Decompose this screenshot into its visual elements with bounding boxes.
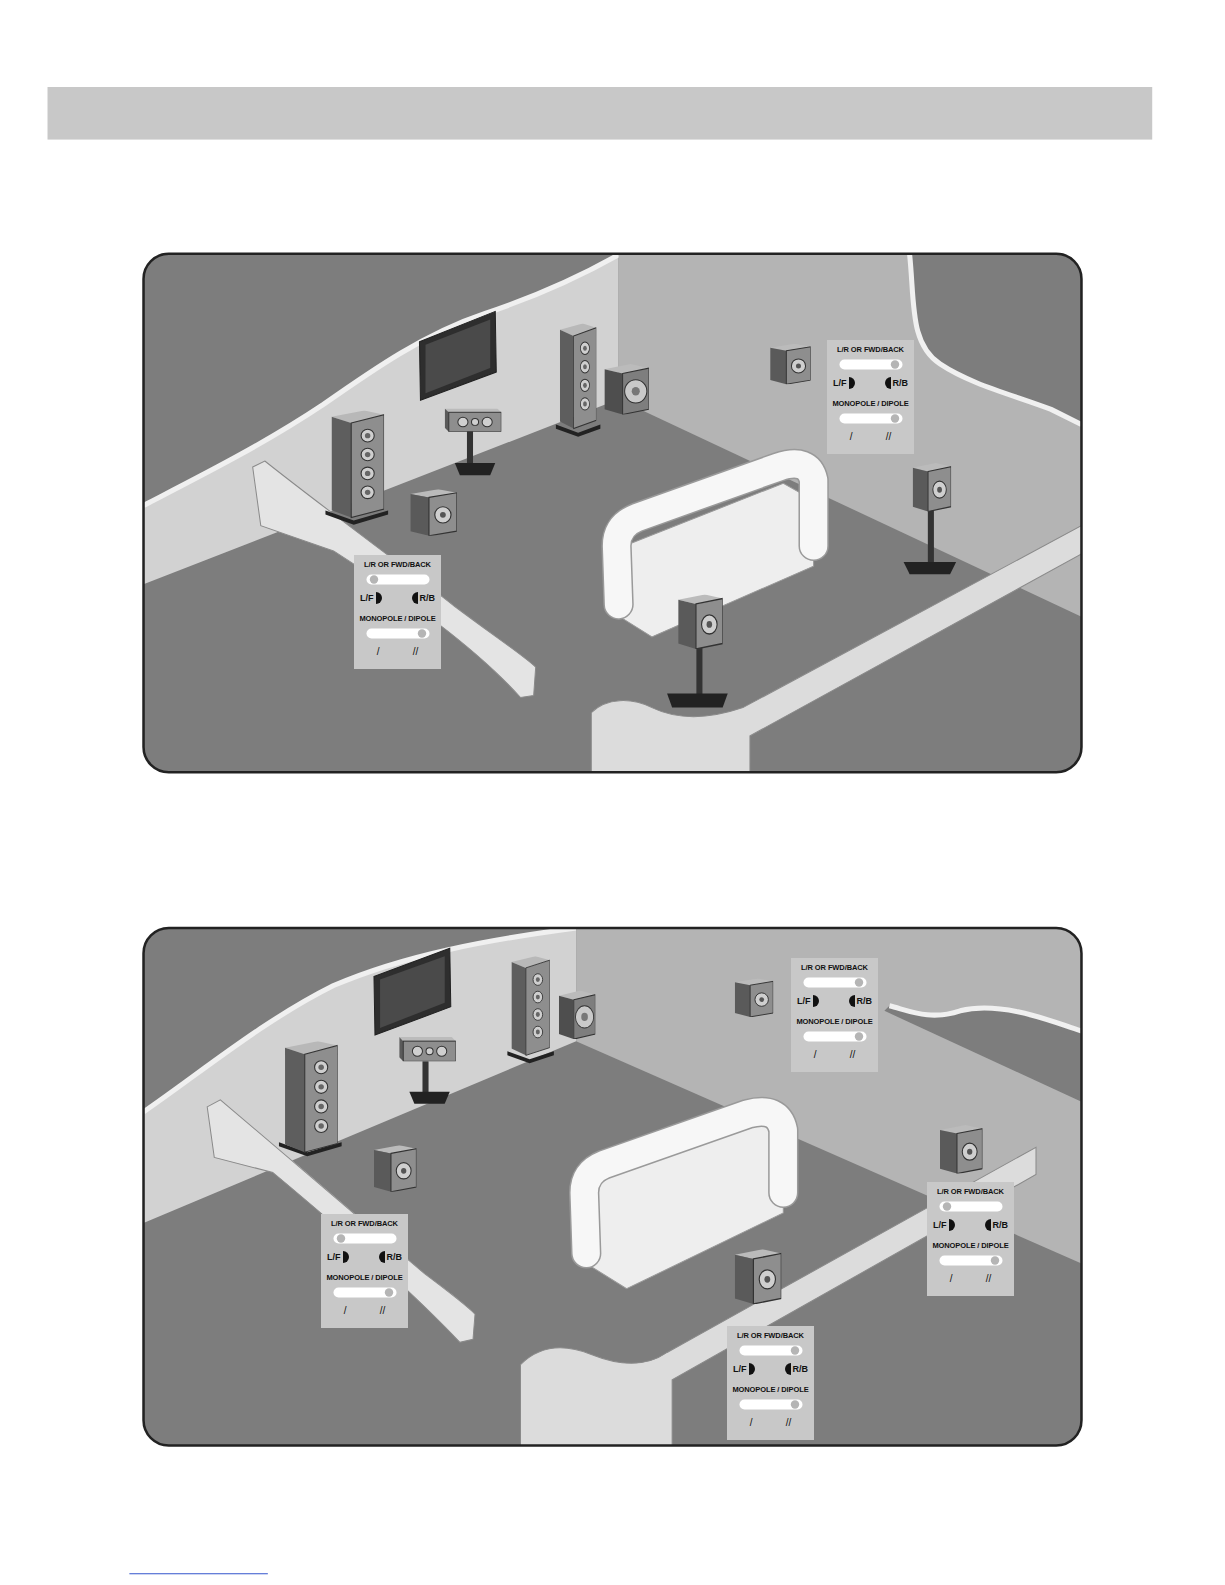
switch-heading: L/R OR FWD/BACK	[831, 345, 910, 354]
switch-option: R/B	[793, 1363, 809, 1375]
slide-switch	[803, 977, 867, 988]
switch-heading: L/R OR FWD/BACK	[731, 1331, 810, 1340]
switch-option: //	[886, 431, 892, 443]
header-bar	[48, 87, 1153, 140]
slide-switch	[839, 413, 903, 424]
switch-option: R/B	[893, 377, 909, 389]
switch-option: /	[850, 431, 853, 443]
switch-option: L/F	[797, 995, 811, 1007]
switch-option: //	[850, 1049, 856, 1061]
slide-switch	[366, 628, 430, 639]
switch-panel: L/R OR FWD/BACKL/FR/BMONOPOLE / DIPOLE//…	[927, 1182, 1014, 1296]
half-circle-symbol	[785, 1363, 791, 1375]
slide-switch	[839, 359, 903, 370]
switch-heading: L/R OR FWD/BACK	[325, 1219, 404, 1228]
switch-option: //	[986, 1273, 992, 1285]
switch-panel: L/R OR FWD/BACKL/FR/BMONOPOLE / DIPOLE//…	[321, 1214, 408, 1328]
switch-heading: L/R OR FWD/BACK	[358, 560, 437, 569]
switch-option: /	[344, 1305, 347, 1317]
switch-option: /	[750, 1417, 753, 1429]
switch-heading: L/R OR FWD/BACK	[931, 1187, 1010, 1196]
slide-switch	[739, 1345, 803, 1356]
switch-heading: L/R OR FWD/BACK	[795, 963, 874, 972]
switch-option: //	[413, 646, 419, 658]
slide-switch	[366, 574, 430, 585]
switch-option: L/F	[733, 1363, 747, 1375]
switch-option: /	[814, 1049, 817, 1061]
half-circle-symbol	[379, 1251, 385, 1263]
switch-heading: MONOPOLE / DIPOLE	[831, 399, 910, 408]
link-underline	[129, 1573, 267, 1574]
switch-option: L/F	[360, 592, 374, 604]
switch-panel: L/R OR FWD/BACKL/FR/BMONOPOLE / DIPOLE//…	[727, 1326, 814, 1440]
half-circle-symbol	[343, 1251, 349, 1263]
switch-option: /	[377, 646, 380, 658]
switch-option: R/B	[857, 995, 873, 1007]
switch-heading: MONOPOLE / DIPOLE	[325, 1273, 404, 1282]
switch-option: L/F	[833, 377, 847, 389]
switch-option: //	[380, 1305, 386, 1317]
frame	[144, 254, 1082, 773]
half-circle-symbol	[412, 592, 418, 604]
switch-option: L/F	[933, 1219, 947, 1231]
switch-option: R/B	[387, 1251, 403, 1263]
half-circle-symbol	[749, 1363, 755, 1375]
half-circle-symbol	[849, 377, 855, 389]
switch-panel: L/R OR FWD/BACKL/FR/BMONOPOLE / DIPOLE//…	[827, 340, 914, 454]
switch-option: R/B	[420, 592, 436, 604]
switch-heading: MONOPOLE / DIPOLE	[358, 614, 437, 623]
half-circle-symbol	[885, 377, 891, 389]
switch-panel: L/R OR FWD/BACKL/FR/BMONOPOLE / DIPOLE//…	[791, 958, 878, 1072]
frame	[144, 928, 1082, 1445]
slide-switch	[333, 1233, 397, 1244]
half-circle-symbol	[985, 1219, 991, 1231]
switch-option: L/F	[327, 1251, 341, 1263]
switch-panel: L/R OR FWD/BACKL/FR/BMONOPOLE / DIPOLE//…	[354, 555, 441, 669]
switch-option: //	[786, 1417, 792, 1429]
switch-heading: MONOPOLE / DIPOLE	[931, 1241, 1010, 1250]
slide-switch	[939, 1201, 1003, 1212]
half-circle-symbol	[849, 995, 855, 1007]
half-circle-symbol	[376, 592, 382, 604]
half-circle-symbol	[813, 995, 819, 1007]
switch-heading: MONOPOLE / DIPOLE	[731, 1385, 810, 1394]
slide-switch	[939, 1255, 1003, 1266]
slide-switch	[333, 1287, 397, 1298]
switch-option: R/B	[993, 1219, 1009, 1231]
switch-option: /	[950, 1273, 953, 1285]
switch-heading: MONOPOLE / DIPOLE	[795, 1017, 874, 1026]
slide-switch	[739, 1399, 803, 1410]
half-circle-symbol	[949, 1219, 955, 1231]
slide-switch	[803, 1031, 867, 1042]
